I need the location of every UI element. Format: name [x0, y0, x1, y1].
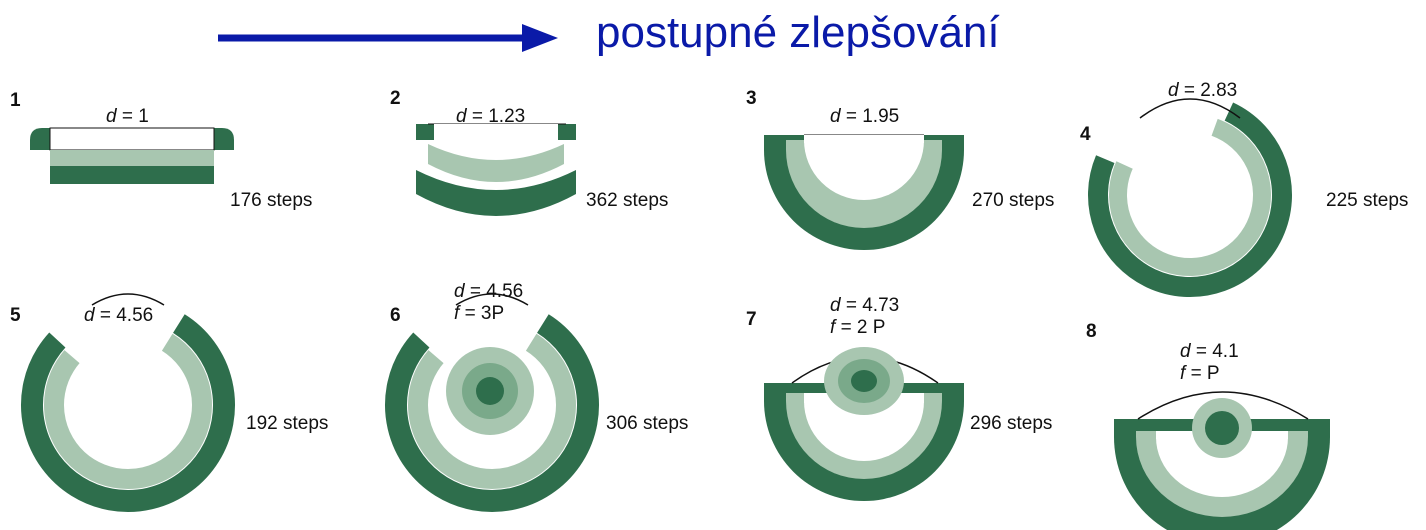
design-2-diagram	[416, 123, 576, 216]
d-label: d = 4.56	[454, 281, 524, 302]
steps-label: 306 steps	[606, 413, 689, 434]
design-panel-3: 3 d = 1.95 270 steps	[712, 80, 1068, 345]
design-number: 4	[1080, 124, 1091, 145]
f-label: f = P	[1180, 363, 1220, 384]
steps-label: 225 steps	[1326, 190, 1409, 211]
design-number: 8	[1086, 321, 1097, 342]
steps-label: 192 steps	[246, 413, 329, 434]
design-6-diagram	[385, 293, 599, 512]
design-number: 1	[10, 90, 21, 111]
design-5-diagram	[21, 293, 235, 512]
steps-label: 362 steps	[586, 190, 669, 211]
design-panel-5: 5 d = 4.56 192 steps	[0, 265, 356, 530]
design-number: 5	[10, 305, 21, 326]
design-3-diagram	[764, 134, 964, 250]
design-number: 2	[390, 88, 401, 109]
design-panel-8: 8 d = 4.1 f = P	[1068, 265, 1424, 530]
design-panel-6: 6 d = 4.56 f = 3P 306 steps	[356, 265, 712, 530]
design-number: 6	[390, 305, 401, 326]
d-label: d = 4.73	[830, 295, 900, 316]
design-4-diagram	[1088, 93, 1292, 297]
d-label: d = 4.56	[84, 305, 154, 326]
design-number: 7	[746, 309, 757, 330]
design-8-diagram	[1114, 391, 1330, 530]
design-panel-2: 2 d = 1.23 362 steps	[356, 80, 712, 345]
design-number: 3	[746, 88, 757, 109]
d-label: d = 1.23	[456, 106, 526, 127]
steps-label: 296 steps	[970, 413, 1053, 434]
f-label: f = 3P	[454, 303, 505, 324]
d-label: d = 1	[106, 106, 149, 127]
d-label: d = 1.95	[830, 106, 900, 127]
design-panel-7: 7 d = 4.73 f = 2 P 296 steps	[712, 265, 1068, 530]
steps-label: 270 steps	[972, 190, 1055, 211]
progress-arrow	[218, 24, 558, 52]
page-title: postupné zlepšování	[596, 8, 1000, 57]
design-panel-4: 4 d = 2.83 225 steps	[1068, 80, 1424, 345]
steps-label: 176 steps	[230, 190, 313, 211]
design-panel-1: 1 d = 1 176 steps	[0, 80, 356, 345]
d-label: d = 2.83	[1168, 80, 1238, 101]
design-1-diagram	[30, 127, 234, 184]
f-label: f = 2 P	[830, 317, 886, 338]
d-label: d = 4.1	[1180, 341, 1239, 362]
design-7-diagram	[764, 347, 964, 501]
